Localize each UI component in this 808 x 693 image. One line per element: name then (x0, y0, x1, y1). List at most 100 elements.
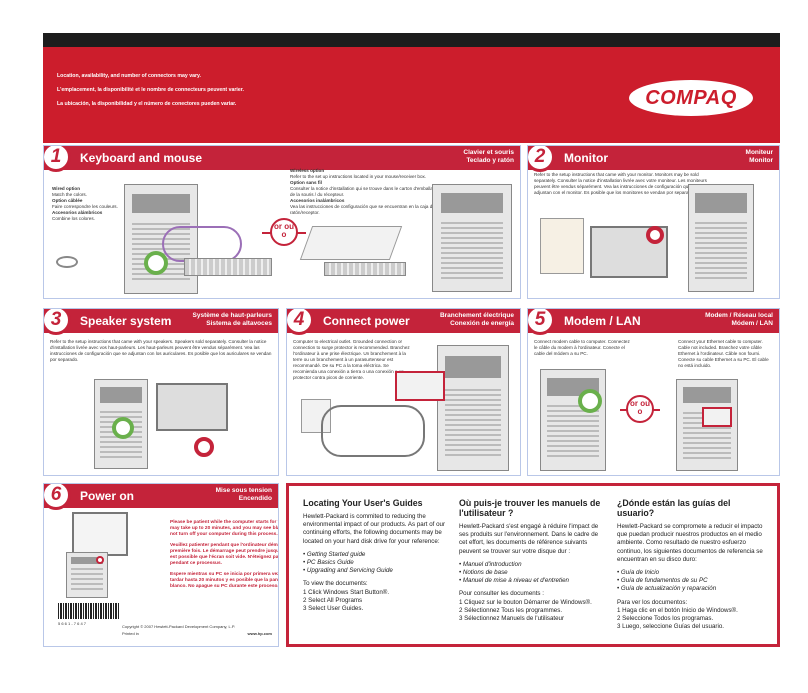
subtitle-es: Encendido (238, 495, 272, 502)
user-guides-fr: Où puis-je trouver les manuels de l'util… (459, 498, 605, 623)
mouse-illustration (56, 256, 78, 268)
subtitle-fr: Clavier et souris (463, 149, 514, 156)
wireless-body-es: Vea las instrucciones de configuración q… (290, 204, 436, 215)
first-start-warnings: Please be patient while the computer sta… (170, 520, 279, 595)
panel-title: Monitor (564, 151, 608, 165)
header-line-fr: L'emplacement, la disponibilité et le no… (57, 87, 244, 93)
guide-item: • PC Basics Guide (303, 559, 354, 567)
monitor-instructions: Refer to the setup instructions that cam… (534, 172, 707, 195)
wireless-heading-es: Accesorios inalámbricos (290, 198, 345, 203)
or-badge: or ou o (270, 218, 298, 246)
pc-tower-illustration (124, 184, 198, 294)
keyboard-illustration (184, 258, 272, 276)
step-item: 1 Click Windows Start Button®. (303, 588, 390, 596)
logo-text: COMPAQ (645, 86, 737, 109)
user-guides-intro-en: Hewlett-Packard is commited to reducing … (303, 513, 446, 545)
subtitle-fr: Moniteur (745, 149, 773, 156)
printed-in-text: Printed in (122, 631, 139, 636)
view-documents-label: To view the documents: (303, 580, 368, 588)
panel-bar (44, 484, 278, 508)
header-top-bar (43, 33, 780, 47)
power-button-callout (96, 556, 104, 564)
wired-heading-es: Accesorios alámbricos (52, 210, 103, 215)
wired-body-en: Match the colors. (52, 192, 87, 197)
user-guides-box: Locating Your User's Guides Hewlett-Pack… (286, 483, 780, 647)
wired-body-fr: Faire correspondre les couleurs. (52, 204, 118, 209)
purple-cable (162, 226, 242, 262)
pc-tower-illustration (437, 345, 509, 471)
barcode (58, 603, 120, 619)
pc-tower-illustration (688, 184, 754, 292)
copyright-text: Copyright © 2007 Hewlett-Packard Develop… (122, 624, 236, 629)
lan-port-zoom (702, 407, 732, 427)
subtitle-fr: Modem / Réseau local (705, 312, 773, 319)
compaq-logo: COMPAQ (629, 80, 753, 116)
panel-keyboard-mouse: 1 Keyboard and mouse Clavier et souris T… (43, 145, 521, 299)
wireless-body-en: Refer to the set up instructions located… (290, 174, 427, 179)
view-documents-label: Pour consulter les documents : (459, 590, 544, 598)
panel-bar (44, 146, 520, 170)
monitor-port-callout (646, 226, 664, 244)
subtitle-es: Teclado y ratón (466, 157, 514, 164)
panel-title: Connect power (323, 314, 410, 328)
lan-instructions: Connect your Ethernet cable to computer.… (678, 339, 769, 368)
header-banner: Location, availability, and number of co… (43, 33, 780, 143)
step-item: 3 Select User Guides. (303, 605, 364, 613)
step-item: 3 Luego, seleccione Guías del usuario. (617, 623, 724, 631)
panel-bar (287, 309, 520, 333)
wireless-option-text: Wireless option Refer to the set up inst… (290, 168, 440, 216)
user-guides-en: Locating Your User's Guides Hewlett-Pack… (303, 498, 449, 613)
panel-subtitle: Moniteur Monitor (746, 149, 773, 165)
green-port-callout (144, 251, 168, 275)
step-item: 3 Sélectionnez Manuels de l'utilisateur (459, 615, 565, 623)
power-cable (321, 405, 425, 457)
panel-title: Speaker system (80, 314, 172, 328)
user-guides-title-es: ¿Dónde están las guías del usuario? (617, 498, 731, 518)
barcode-number: 5 6 6 1 - 7 6 4 7 (58, 621, 87, 626)
guide-item: • Notions de base (459, 569, 508, 577)
modem-port-callout (578, 389, 602, 413)
step-number: 6 (44, 484, 71, 510)
guide-item: • Manuel d'introduction (459, 560, 522, 568)
guide-item: • Guía de actualización y reparación (617, 585, 717, 593)
panel-title: Keyboard and mouse (80, 151, 203, 165)
step-number: 5 (528, 309, 555, 335)
or-badge: or ou o (626, 395, 654, 423)
panel-power-on: 6 Power on Mise sous tension Encendido P… (43, 483, 279, 647)
power-socket-zoom (395, 371, 445, 401)
wireless-keyboard-illustration (324, 262, 406, 276)
panel-subtitle: Système de haut-parleurs Sistema de alta… (193, 312, 272, 328)
subtitle-fr: Branchement électrique (439, 312, 514, 319)
subtitle-fr: Mise sous tension (215, 487, 272, 494)
hp-url: www.hp.com (247, 631, 272, 636)
step-item: 2 Select All Programs (303, 596, 363, 604)
pc-tower-modem-illustration (540, 369, 606, 471)
step-number: 1 (44, 146, 71, 172)
pc-tower-illustration (66, 552, 108, 598)
subtitle-es: Módem / LAN (731, 320, 773, 327)
step-item: 1 Haga clic en el botón Inicio de Window… (617, 606, 738, 614)
wired-heading-fr: Option câblée (52, 198, 83, 203)
guide-item: • Guía de fundamentos de su PC (617, 577, 708, 585)
panel-title: Modem / LAN (564, 314, 641, 328)
warning-fr: Veuillez patienter pendant que l'ordinat… (170, 543, 279, 566)
pc-tower-rear-illustration (432, 184, 512, 292)
panel-bar (528, 146, 779, 170)
wired-option-text: Wired option Match the colors. Option câ… (52, 186, 118, 222)
wireless-heading-fr: Option sans fil (290, 180, 322, 185)
panel-bar (44, 309, 278, 333)
subtitle-fr: Système de haut-parleurs (192, 312, 272, 319)
user-guides-title-fr: Où puis-je trouver les manuels de l'util… (459, 498, 601, 518)
panel-bar (528, 309, 779, 333)
panel-speaker-system: 3 Speaker system Système de haut-parleur… (43, 308, 279, 476)
guide-item: • Getting Started guide (303, 550, 366, 558)
step-item: 1 Cliquez sur le bouton Démarrer de Wind… (459, 598, 592, 606)
panel-subtitle: Modem / Réseau local Módem / LAN (705, 312, 773, 328)
warning-es: Espere mientras su PC se inicia por prim… (170, 572, 279, 589)
speaker-instructions: Refer to the setup instructions that cam… (50, 339, 272, 362)
header-notice: Location, availability, and number of co… (57, 73, 244, 115)
speaker-plug-callout (194, 437, 214, 457)
monitor-box-illustration (540, 218, 584, 274)
wired-body-es: Combine los colores. (52, 216, 95, 221)
header-line-es: La ubicación, la disponibilidad y el núm… (57, 101, 237, 107)
